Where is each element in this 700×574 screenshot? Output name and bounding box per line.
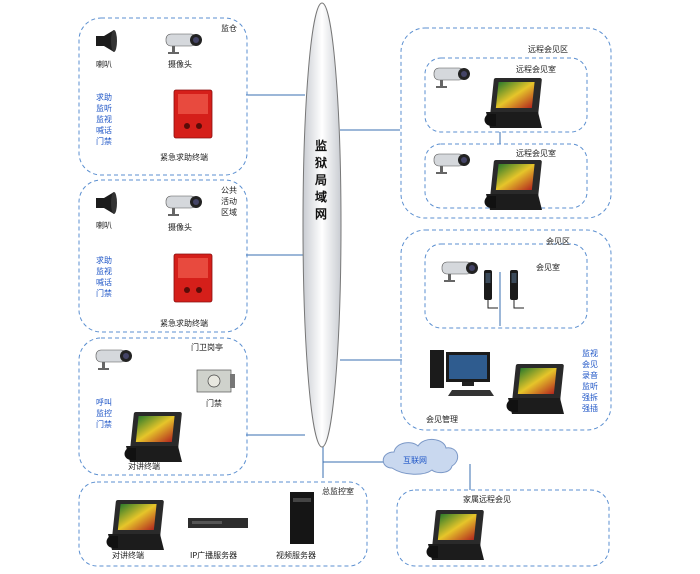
camera-icon — [441, 261, 479, 283]
zone-title: 门卫岗亭 — [191, 342, 223, 352]
camera-icon — [433, 67, 471, 89]
intercom-label: 对讲终端 — [112, 550, 144, 560]
room-label: 远程会见室 — [516, 64, 556, 74]
video-server-icon — [290, 492, 314, 544]
terminal-label: 对讲终端 — [128, 461, 160, 471]
speaker-icon — [96, 30, 117, 52]
camera-icon — [433, 153, 471, 175]
terminal-label: 紧急求助终端 — [160, 152, 208, 162]
video-phone-icon — [124, 412, 182, 462]
zone-meeting-outer-box — [400, 229, 612, 431]
internet-label: 互联网 — [403, 456, 427, 465]
function-label: 呼叫监控门禁 — [96, 397, 112, 429]
ip-server-icon — [188, 518, 248, 528]
zone-public-box — [78, 179, 248, 333]
video-phone-icon — [484, 78, 542, 128]
camera-icon — [165, 33, 203, 55]
handset-icon — [483, 269, 499, 309]
zone-title: 总监控室 — [322, 486, 354, 496]
camera-icon — [95, 349, 133, 371]
lan-ellipse — [302, 2, 342, 448]
speaker-icon — [96, 192, 117, 214]
zone-gate-box — [78, 337, 248, 476]
door-label: 门禁 — [206, 398, 222, 408]
video-phone-icon — [106, 500, 164, 550]
handset-icon — [509, 269, 525, 309]
speaker-label: 喇叭 — [96, 220, 112, 230]
zone-title: 远程会见区 — [528, 44, 568, 54]
video-server-label: 视频服务器 — [276, 550, 316, 560]
room-label: 远程会见室 — [516, 148, 556, 158]
internet-cloud — [382, 439, 459, 475]
zone-meeting-box — [424, 243, 588, 329]
zone-title: 监仓 — [221, 23, 237, 33]
zone-family-box — [396, 489, 610, 567]
speaker-label: 喇叭 — [96, 59, 112, 69]
camera-icon — [165, 195, 203, 217]
function-label: 监视会见录音监听强拆强插 — [582, 348, 598, 413]
video-phone-icon — [426, 510, 484, 560]
function-label: 求助监听监视喊话门禁 — [96, 92, 112, 146]
zone-remote-box — [400, 27, 612, 219]
zone-title: 会见区 — [546, 236, 570, 246]
emergency-panel-icon — [173, 89, 213, 139]
desktop-computer-icon — [430, 350, 494, 396]
room-label: 会见室 — [536, 262, 560, 272]
lan-label: 监狱局域网 — [314, 138, 327, 221]
door-lock-icon — [196, 369, 235, 393]
camera-label: 摄像头 — [168, 59, 192, 69]
ip-server-label: IP广播服务器 — [190, 550, 237, 560]
terminal-label: 紧急求助终端 — [160, 318, 208, 328]
video-phone-icon — [506, 364, 564, 414]
video-phone-icon — [484, 160, 542, 210]
remote-room1-box — [424, 57, 588, 133]
zone-title: 公共活动区域 — [221, 186, 237, 217]
emergency-panel-icon — [173, 253, 213, 303]
zone-prison-box — [78, 17, 248, 176]
meeting-mgmt-label: 会见管理 — [426, 414, 458, 424]
function-label: 求助监视喊话门禁 — [96, 255, 112, 298]
camera-label: 摄像头 — [168, 222, 192, 232]
zone-title: 家属远程会见 — [463, 494, 511, 504]
zone-control-box — [78, 481, 368, 567]
